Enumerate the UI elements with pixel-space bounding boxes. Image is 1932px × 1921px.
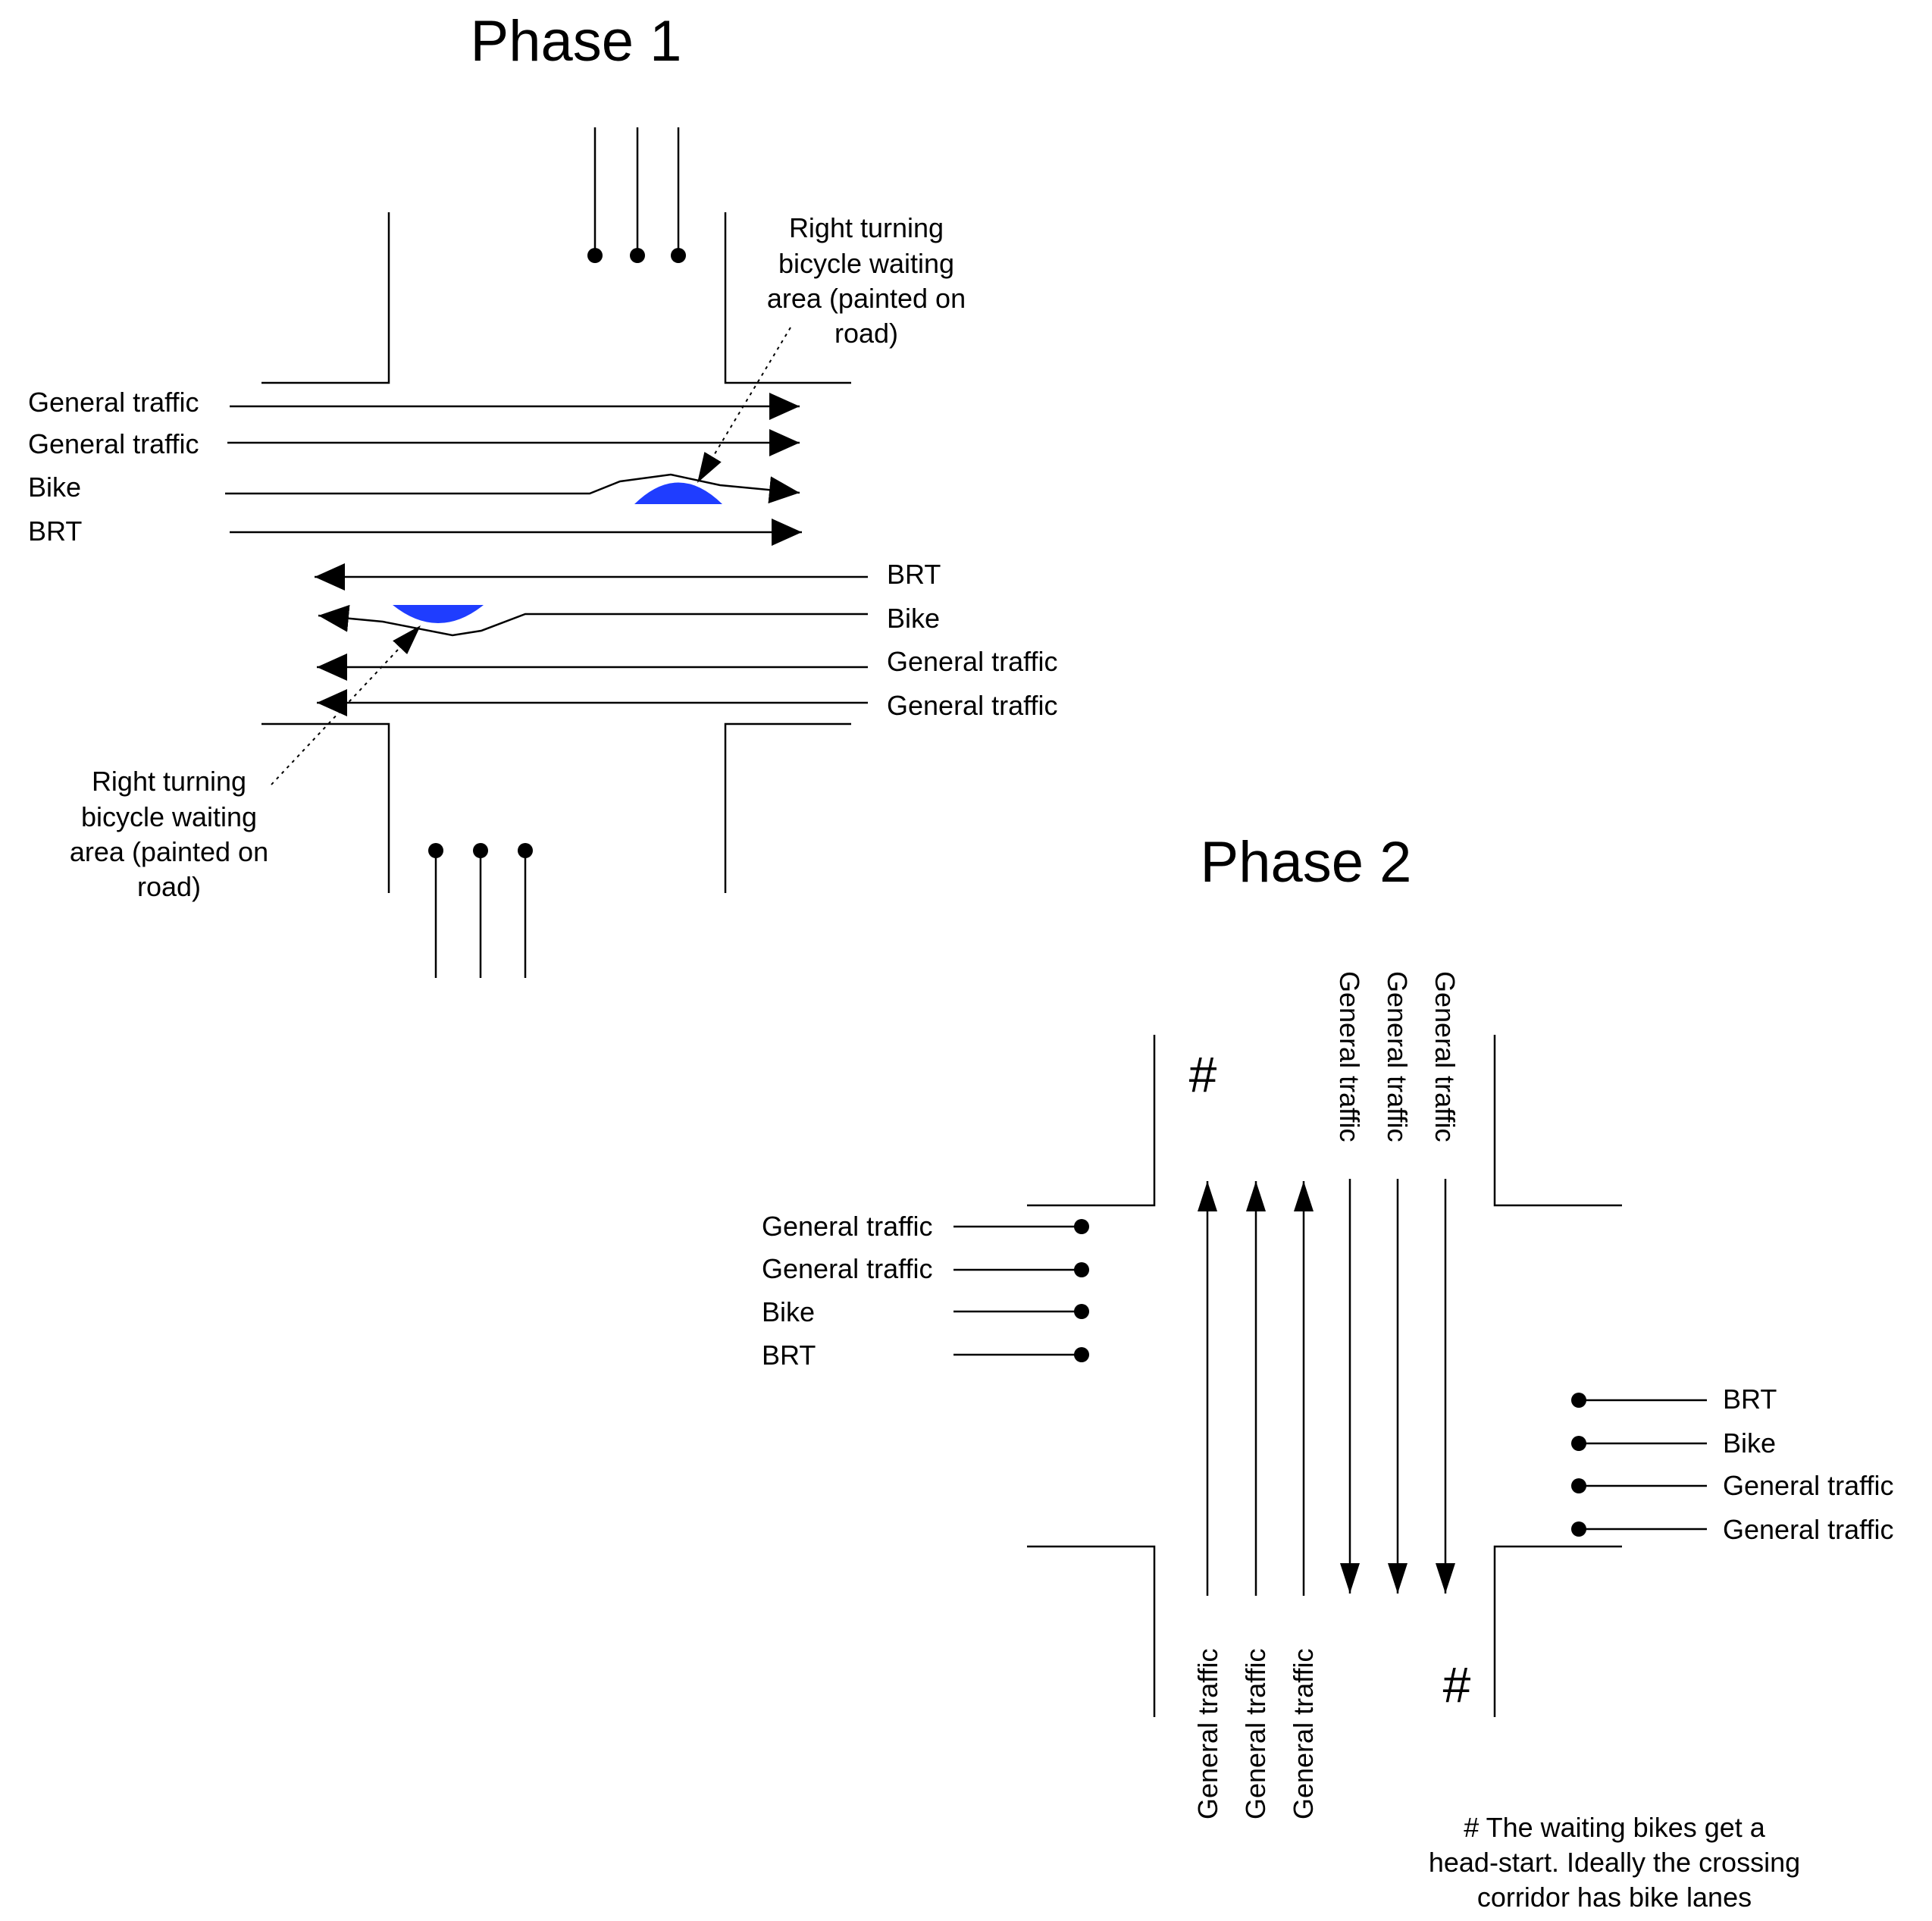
hash-mark: # <box>1443 1656 1471 1713</box>
phase-2-northbound-lanes: General traffic General traffic General … <box>1192 1181 1319 1819</box>
footnote-line: # The waiting bikes get a <box>1464 1812 1766 1843</box>
callout-line: bicycle waiting <box>778 248 954 279</box>
lane-label: General traffic <box>1192 1649 1223 1819</box>
lane-label: General traffic <box>28 428 199 459</box>
callout-line: road) <box>834 318 898 349</box>
bike-lane-arrow <box>318 604 868 637</box>
curb-top-right <box>1493 1035 1622 1207</box>
phase-2-east-stopped-lanes: BRT Bike General traffic General traffic <box>1571 1384 1893 1545</box>
stop-dot <box>428 843 443 858</box>
callout-line: area (painted on <box>767 283 966 314</box>
lane-label: General traffic <box>887 690 1057 721</box>
callout-line: Right turning <box>92 766 246 797</box>
phase-1-title: Phase 1 <box>471 9 682 74</box>
curb-top-left <box>1027 1035 1156 1207</box>
footnote-line: head-start. Ideally the crossing <box>1429 1847 1800 1878</box>
lane-label: General traffic <box>762 1211 932 1242</box>
phase-1-south-stopped-lanes <box>428 843 533 978</box>
footnote: # The waiting bikes get a head-start. Id… <box>1429 1812 1800 1913</box>
lane-label: BRT <box>28 516 82 547</box>
phase-2-southbound-lanes: General traffic General traffic General … <box>1334 971 1461 1594</box>
phase-1-eastbound-lanes: General traffic General traffic Bike BRT <box>28 387 802 547</box>
lane-label: General traffic <box>1723 1514 1893 1545</box>
lane-label: Bike <box>1723 1427 1776 1459</box>
lane-label: General traffic <box>1723 1470 1893 1501</box>
stop-dot <box>630 248 645 263</box>
curb-bottom-left <box>261 722 390 893</box>
stop-dot <box>671 248 686 263</box>
callout-line: Right turning <box>789 212 944 243</box>
lane-label: General traffic <box>28 387 199 418</box>
lane-label: Bike <box>887 603 940 634</box>
phase-2-title: Phase 2 <box>1201 830 1412 895</box>
lane-label: BRT <box>762 1340 816 1371</box>
phase-2-road-edges <box>1027 1035 1622 1717</box>
lane-label: General traffic <box>1288 1649 1319 1819</box>
curb-top-right <box>724 212 851 384</box>
callout-line: area (painted on <box>70 836 268 867</box>
stop-dot <box>1074 1219 1089 1234</box>
lane-label: BRT <box>1723 1384 1777 1415</box>
phase-2-west-stopped-lanes: General traffic General traffic Bike BRT <box>762 1211 1089 1371</box>
stop-dot <box>518 843 533 858</box>
stop-dot <box>1074 1262 1089 1277</box>
lane-label: Bike <box>28 472 81 503</box>
bike-waiting-area <box>393 605 484 623</box>
curb-top-left <box>261 212 390 384</box>
lane-label: General traffic <box>1382 971 1413 1142</box>
lane-label: General traffic <box>887 646 1057 677</box>
curb-bottom-right <box>1493 1545 1622 1717</box>
phase-1: Phase 1 General traffic <box>28 9 1057 978</box>
stop-dot <box>587 248 603 263</box>
phase-1-road-edges <box>261 212 851 893</box>
callout-line: bicycle waiting <box>81 801 257 832</box>
stop-dot <box>1571 1393 1586 1408</box>
stop-dot <box>1571 1521 1586 1537</box>
stop-dot <box>473 843 488 858</box>
bike-waiting-area <box>634 482 722 504</box>
callout-line: road) <box>137 871 201 902</box>
stop-dot <box>1571 1436 1586 1451</box>
lane-label: General traffic <box>1429 971 1461 1142</box>
curb-bottom-right <box>724 722 851 893</box>
stop-dot <box>1074 1347 1089 1362</box>
callout-top: Right turning bicycle waiting area (pain… <box>697 212 966 484</box>
phase-1-north-stopped-lanes <box>587 127 686 263</box>
curb-bottom-left <box>1027 1545 1156 1717</box>
hash-mark: # <box>1189 1046 1217 1102</box>
lane-label: BRT <box>887 559 941 590</box>
callout-leader <box>697 327 791 484</box>
stop-dot <box>1571 1478 1586 1493</box>
bike-lane-arrow <box>225 473 800 504</box>
callout-leader <box>271 625 421 785</box>
lane-label: General traffic <box>762 1253 932 1284</box>
phase-2: Phase 2 # # General traffic General traf… <box>762 830 1893 1913</box>
stop-dot <box>1074 1304 1089 1319</box>
phase-1-westbound-lanes: BRT Bike General traffic General traffic <box>315 559 1057 721</box>
lane-label: Bike <box>762 1296 815 1327</box>
lane-label: General traffic <box>1334 971 1365 1142</box>
footnote-line: corridor has bike lanes <box>1477 1882 1752 1913</box>
callout-bottom: Right turning bicycle waiting area (pain… <box>70 625 421 902</box>
lane-label: General traffic <box>1240 1649 1271 1819</box>
